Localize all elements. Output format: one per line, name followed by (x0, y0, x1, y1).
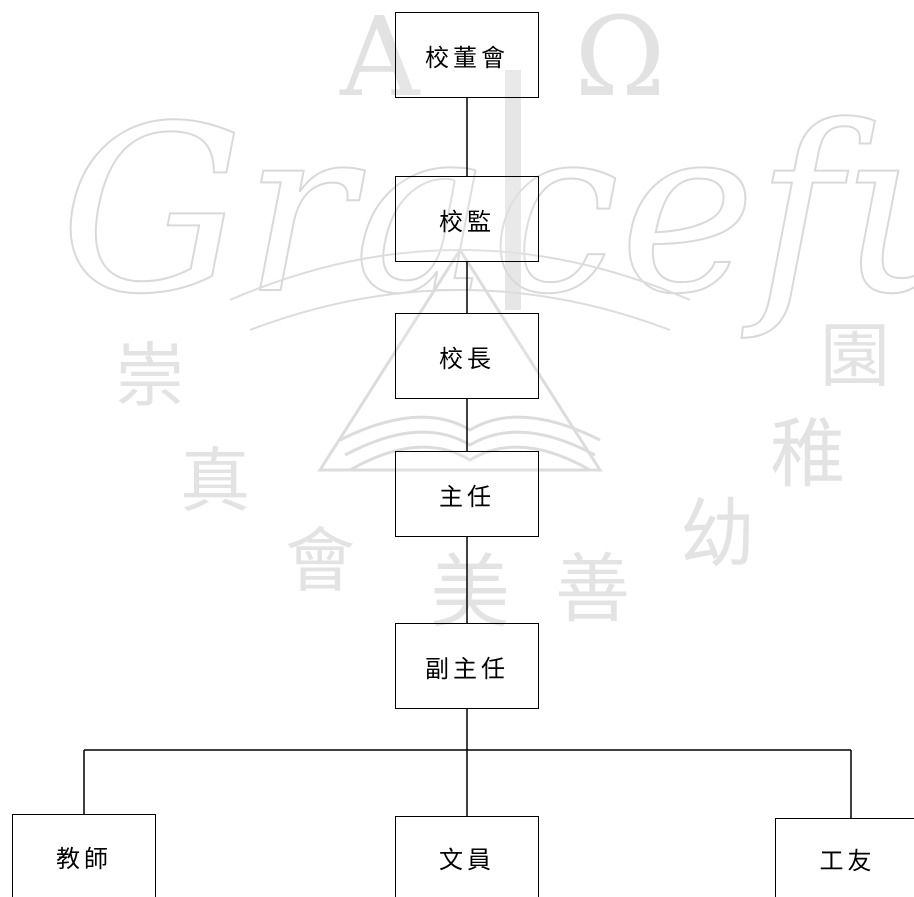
node-clerk: 文員 (395, 816, 539, 897)
node-label: 副主任 (425, 654, 509, 683)
seal-char-7: 稚 (770, 410, 845, 498)
node-supervisor: 校監 (395, 176, 539, 262)
node-label: 校監 (439, 207, 495, 236)
node-label: 文員 (439, 845, 495, 874)
node-director: 主任 (395, 451, 539, 537)
seal-char-6: 幼 (680, 490, 755, 578)
watermark-script: Gracefu (60, 78, 914, 345)
node-label: 工友 (819, 846, 876, 875)
node-label: 校董會 (425, 43, 509, 72)
node-teacher: 教師 (12, 814, 156, 897)
seal-char-8: 園 (820, 315, 890, 397)
node-label: 校長 (439, 344, 495, 373)
node-principal: 校長 (395, 313, 539, 399)
node-label: 主任 (439, 482, 495, 511)
node-deputy-director: 副主任 (395, 623, 539, 709)
seal-char-3: 會 (285, 520, 355, 602)
seal-char-5: 善 (555, 545, 630, 633)
watermark-alpha-omega: A Ω (339, 0, 726, 121)
node-school-board: 校董會 (395, 12, 539, 98)
seal-char-2: 真 (180, 440, 250, 522)
node-janitor: 工友 (775, 818, 914, 897)
node-label: 教師 (56, 844, 112, 873)
seal-char-1: 崇 (115, 335, 185, 417)
